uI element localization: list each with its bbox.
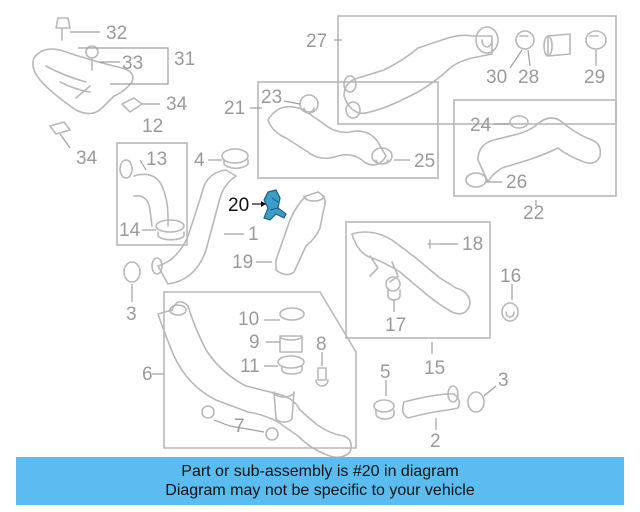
callout-2: 2 xyxy=(430,431,441,452)
callout-4: 4 xyxy=(194,150,205,171)
group-box-27 xyxy=(337,15,617,125)
hose-22 xyxy=(477,117,602,183)
hose-1 xyxy=(151,169,237,285)
clamp-4 xyxy=(221,148,249,170)
callout-34-top: 34 xyxy=(166,94,188,115)
pipe-27 xyxy=(343,34,493,115)
callout-22: 22 xyxy=(523,203,544,224)
callout-13: 13 xyxy=(146,149,167,170)
hose-13 xyxy=(119,159,169,217)
banner-line-2: Diagram may not be specific to your vehi… xyxy=(165,482,475,499)
hose-2 xyxy=(401,385,461,419)
callout-25: 25 xyxy=(414,151,435,172)
callout-27: 27 xyxy=(306,31,327,52)
group-box-15 xyxy=(345,221,491,339)
pipe-6 xyxy=(157,301,352,459)
callout-9: 9 xyxy=(249,332,260,353)
seal-16 xyxy=(501,302,519,322)
callout-33: 33 xyxy=(122,53,143,74)
callout-28: 28 xyxy=(518,67,539,88)
group-box-6 xyxy=(163,291,357,449)
callout-18: 18 xyxy=(462,234,483,255)
callout-8: 8 xyxy=(316,334,327,355)
callout-12: 12 xyxy=(142,116,163,137)
callout-20: 20 xyxy=(228,195,249,216)
group-box-13-14 xyxy=(116,142,188,246)
info-banner: Part or sub-assembly is #20 in diagram D… xyxy=(16,457,624,505)
callout-16: 16 xyxy=(500,266,521,287)
callout-14: 14 xyxy=(119,220,141,241)
callout-21: 21 xyxy=(224,98,245,119)
callout-23: 23 xyxy=(261,87,282,108)
callout-30: 30 xyxy=(486,67,507,88)
callout-7: 7 xyxy=(234,416,245,437)
callout-32: 32 xyxy=(106,23,127,44)
callout-17: 17 xyxy=(385,315,406,336)
pipe-15 xyxy=(351,231,471,315)
callout-34-bottom: 34 xyxy=(76,148,98,169)
callout-10: 10 xyxy=(238,309,259,330)
callout-19: 19 xyxy=(232,252,253,273)
seal-3-right xyxy=(467,391,485,413)
callout-1: 1 xyxy=(248,224,259,245)
callout-11: 11 xyxy=(240,356,260,377)
callout-6: 6 xyxy=(142,364,153,385)
callout-3-right: 3 xyxy=(498,370,509,391)
banner-line-1: Part or sub-assembly is #20 in diagram xyxy=(181,463,459,480)
callout-29: 29 xyxy=(584,67,605,88)
group-box-22 xyxy=(453,99,617,197)
callout-3-left: 3 xyxy=(126,304,137,325)
group-box-21 xyxy=(257,81,439,179)
part-20-highlighted xyxy=(263,189,287,221)
clamp-5 xyxy=(373,399,395,420)
callout-15: 15 xyxy=(424,358,445,379)
hose-21 xyxy=(267,105,387,166)
pipe-19 xyxy=(275,191,326,276)
callout-31: 31 xyxy=(174,49,195,70)
callout-24: 24 xyxy=(470,115,492,136)
bracket-assembly xyxy=(32,17,143,135)
callout-5: 5 xyxy=(380,362,391,383)
callout-26: 26 xyxy=(506,172,527,193)
clamp-14 xyxy=(155,219,185,241)
seal-3-left xyxy=(123,261,141,283)
